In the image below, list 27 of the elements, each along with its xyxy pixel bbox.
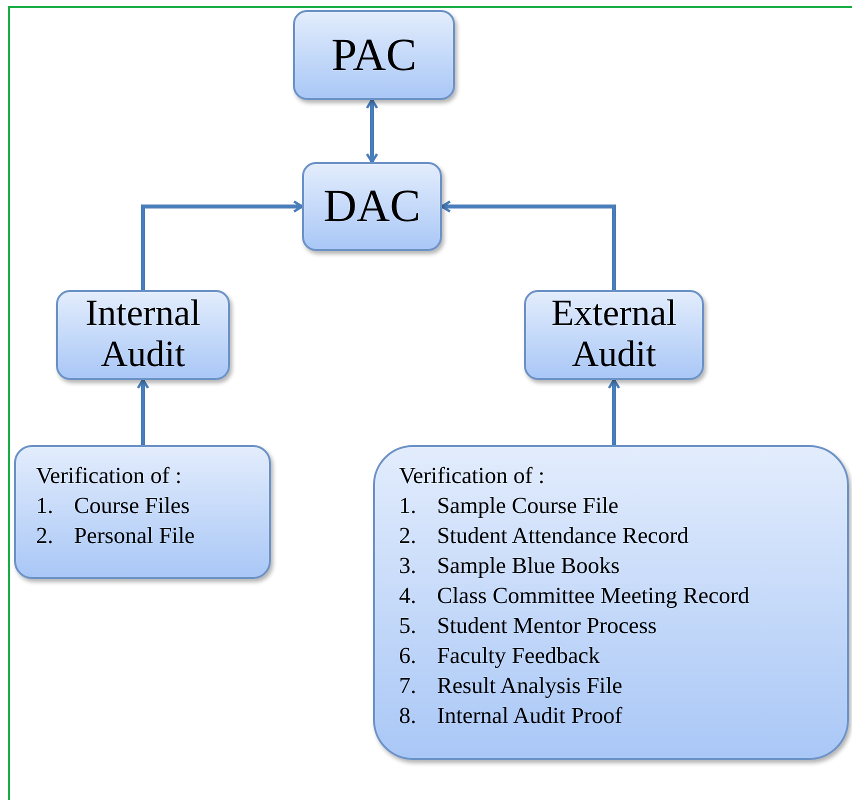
- arrow: [136, 378, 150, 445]
- process-box: [293, 10, 455, 100]
- list-item: 4. Class Committee Meeting Record: [399, 582, 750, 610]
- list-box: [373, 445, 849, 760]
- list-item: 6. Faculty Feedback: [399, 642, 601, 670]
- box-label: DAC: [323, 181, 421, 232]
- list-item: 8. Internal Audit Proof: [399, 702, 624, 730]
- box-label: External Audit: [550, 294, 678, 376]
- arrow: [366, 98, 378, 164]
- list-item: 1. Course Files: [36, 492, 191, 520]
- list-item: 2. Student Attendance Record: [399, 522, 690, 550]
- list-item: 5. Student Mentor Process: [399, 612, 658, 640]
- arrow: [608, 378, 620, 445]
- box-label: PAC: [331, 30, 417, 80]
- list-item: 3. Sample Blue Books: [399, 552, 621, 580]
- process-box: [56, 290, 230, 380]
- list-heading: Verification of :: [399, 462, 546, 490]
- list-heading: Verification of :: [36, 462, 183, 490]
- arrow: [440, 200, 616, 290]
- arrow: [141, 200, 304, 290]
- process-box: [524, 290, 704, 380]
- list-item: 1. Sample Course File: [399, 492, 620, 520]
- list-item: 7. Result Analysis File: [399, 672, 624, 700]
- process-box: [302, 162, 442, 251]
- list-item: 2. Personal File: [36, 522, 196, 550]
- box-label: Internal Audit: [84, 294, 202, 376]
- list-box: [14, 445, 271, 579]
